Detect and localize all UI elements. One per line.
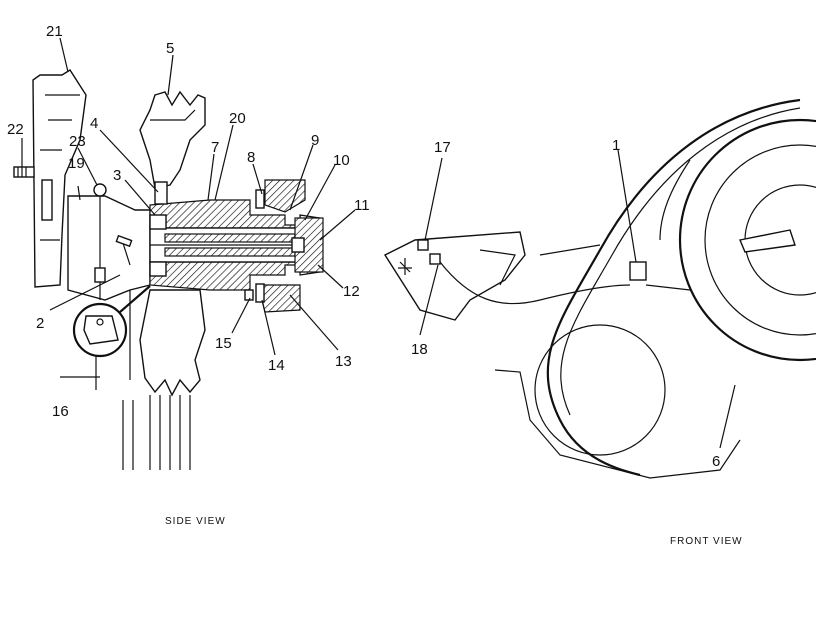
label-19: 19 (68, 155, 85, 172)
label-20: 20 (229, 110, 246, 127)
caption-side-view: SIDE VIEW (165, 516, 226, 527)
label-3: 3 (113, 167, 121, 184)
label-11: 11 (354, 197, 370, 214)
caption-front-view: FRONT VIEW (670, 536, 743, 547)
label-5: 5 (166, 40, 174, 57)
label-21: 21 (46, 23, 63, 40)
label-4: 4 (90, 115, 98, 132)
view-captions: SIDE VIEW FRONT VIEW (165, 516, 743, 547)
label-12: 12 (343, 283, 360, 300)
label-22: 22 (7, 121, 24, 138)
label-6: 6 (712, 453, 720, 470)
callout-labels: 21 5 22 23 4 20 7 8 9 10 19 3 11 2 12 15… (7, 23, 720, 470)
label-14: 14 (268, 357, 285, 374)
label-1: 1 (612, 137, 620, 154)
label-8: 8 (247, 149, 255, 166)
label-2: 2 (36, 315, 44, 332)
side-view-drawing (13, 37, 356, 470)
front-view-drawing (383, 98, 816, 479)
label-7: 7 (211, 139, 219, 156)
label-17: 17 (434, 139, 451, 156)
label-13: 13 (335, 353, 352, 370)
label-23: 23 (69, 133, 86, 150)
label-15: 15 (215, 335, 232, 352)
label-16: 16 (52, 403, 69, 420)
label-18: 18 (411, 341, 428, 358)
label-10: 10 (333, 152, 350, 169)
label-9: 9 (311, 132, 319, 149)
